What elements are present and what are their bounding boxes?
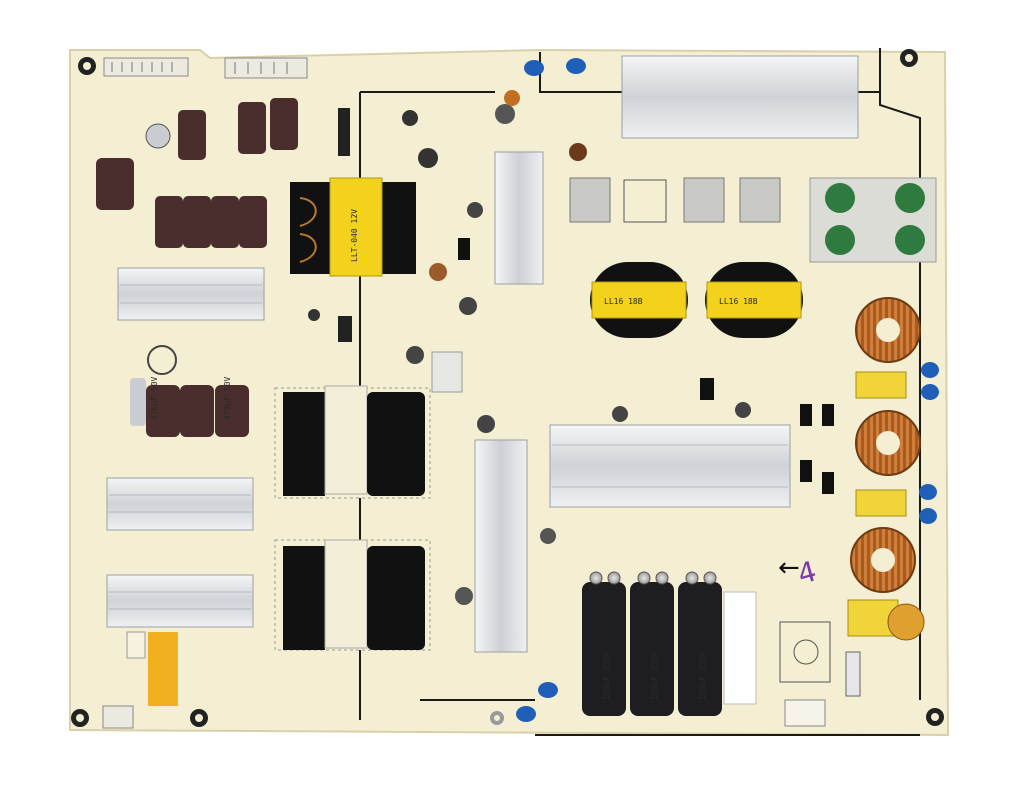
hv-cap-label-3: 100µF 450V [698,652,707,700]
pfc-label: LL16 18B [604,297,643,306]
barcode-label [126,631,178,706]
top-connectors [103,57,308,79]
common-mode-chokes [850,297,921,593]
center-heatsinks [474,151,544,653]
output-capacitors-top [96,98,298,375]
pfc-label-2: LL16 18B [719,297,758,306]
handwritten-marks: ← 4 [778,553,820,591]
cap-label-2: 470µF 50V [223,376,232,420]
x-capacitors [847,371,925,641]
cap-label: 470µF 50V [150,376,159,420]
flyback-transformer: LLT-040 12V [290,177,416,277]
left-heatsinks [106,267,265,628]
y-capacitors [516,58,939,722]
trafo-label: LLT-040 12V [350,209,359,262]
bottom-connector [102,705,134,729]
varistors [809,177,937,263]
small-components [308,90,834,605]
hv-cap-label-2: 100µF 450V [650,652,659,700]
bridge-heatsink [621,55,859,139]
arrow-mark: ← [778,553,800,583]
hv-capacitors: 100µF 450V 100µF 450V 100µF 450V [582,571,757,716]
rectifier-area [779,621,861,727]
small-chokes [569,177,781,223]
hv-cap-label: 100µF 450V [602,652,611,700]
mounting-holes [71,49,944,727]
llc-transformers [274,385,431,651]
pfc-inductors: LL16 18B LL16 18B [590,262,803,338]
pfc-heatsink [549,424,791,508]
output-capacitors-mid: 470µF 50V 470µF 50V [130,376,249,437]
